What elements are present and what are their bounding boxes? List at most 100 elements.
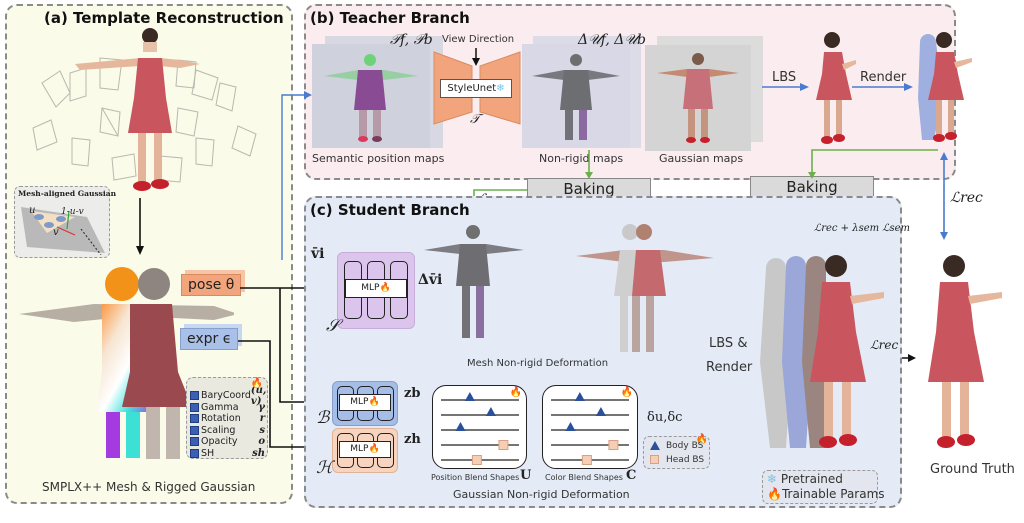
nonrigid-map-symbol: Δ𝒰f, Δ𝒰b [578,32,646,48]
legend-trainable-label: Trainable Params [781,487,885,501]
delta-vertex-label: Δv̄i [418,272,443,288]
teacher-panel-title: (b) Teacher Branch [310,9,470,27]
smplx-mesh-and-gaussian-figures [19,267,234,459]
attribute-symbol: (u, v) [250,384,267,407]
attribute-row: SH sh [190,448,265,460]
legend-body-bs: Body BS [666,441,704,451]
square-marker-icon [650,455,659,464]
color-blend-shapes-box: 🔥 [542,385,638,469]
rendered-teacher-avatar [918,32,972,142]
position-blend-shapes-box: 🔥 [432,385,527,469]
semantic-map-card [312,44,430,148]
attribute-name: BaryCoord [201,390,251,402]
mesh-deformation-caption: Mesh Non-rigid Deformation [467,358,609,369]
delta-output-label: δu,δc [647,410,683,425]
body-bs-marker [464,392,475,401]
render-arrow [852,83,913,91]
semantic-map-symbol: 𝒫f, 𝒫b [390,32,433,48]
gaussian-map-card [645,45,751,151]
attribute-symbol: r [259,413,265,425]
styleunet-symbol: 𝒯 [470,112,480,127]
styleunet-label: StyleUnet [447,83,497,94]
flame-icon: 🔥 [620,387,633,398]
nonrigid-map-card [522,44,630,148]
student-panel-title: (c) Student Branch [310,201,470,219]
position-bs-symbol: U [520,468,532,483]
loss-sem-label: ℒrec + λsem ℒsem [814,223,911,234]
attribute-square-icon [190,402,199,412]
snowflake-icon: ❄ [496,83,505,94]
legend-head-bs: Head BS [666,455,705,465]
head-mlp-block: MLP🔥 [332,428,398,473]
gaussian-maps-caption: Gaussian maps [659,152,744,165]
flame-icon: 🔥 [767,487,782,501]
body-bs-marker [574,392,585,401]
mesh-aligned-gaussian-inset: Mesh-aligned Gaussian u 1-u-v v [14,186,116,258]
vertex-input-label: v̄i [311,246,325,262]
attribute-symbol: s [259,424,265,436]
teacher-lbs-label: LBS [772,70,797,85]
flame-icon: 🔥 [509,387,522,398]
attribute-row: Gamma γ [190,402,265,414]
gaussian-map-figure [657,53,739,143]
body-bs-marker [595,407,606,416]
z-body-label: zb [404,386,421,401]
blend-shape-legend: 🔥 Body BS Head BS [643,434,710,469]
snowflake-icon: ❄ [767,472,778,486]
body-bs-marker [565,422,576,431]
loss-rec-student-label: ℒrec [870,338,899,352]
body-bs-marker [485,407,496,416]
attribute-square-icon [190,414,199,424]
template-panel-title: (a) Template Reconstruction [44,9,284,27]
attribute-square-icon [190,437,199,447]
pose-input-box: pose θ [181,274,242,296]
attribute-name: Opacity [201,436,238,448]
head-bs-marker [471,455,482,465]
head-mlp-label: MLP🔥 [339,441,391,458]
flame-icon: 🔥 [379,283,391,293]
flame-icon: 🔥 [250,378,263,389]
attribute-name: Gamma [201,401,239,413]
triangle-illustration [21,207,105,255]
shape-mlp-block: MLP🔥 [337,252,415,329]
legend-pretrained-label: Pretrained [780,472,843,486]
posed-gaussian-avatar [816,32,856,144]
position-blend-shapes-plot [441,392,519,465]
expr-input-box: expr ϵ [180,328,239,350]
ground-truth-label: Ground Truth [930,462,1015,477]
combined-mesh-gaussian-figure [576,224,714,352]
nonrigid-figure [532,54,620,140]
flame-icon: 🔥 [695,434,708,445]
attribute-symbol: γ [258,401,265,413]
shape-mlp-symbol: 𝒮 [326,316,340,336]
inset-label-1uv: 1-u-v [61,207,84,217]
body-mlp-label: MLP🔥 [339,394,391,411]
inset-label-u: u [29,205,36,216]
attribute-square-icon [190,391,199,401]
lbs-arrow [762,83,809,91]
t-pose-person [75,28,200,191]
shape-mlp-label: MLP🔥 [345,279,407,298]
flame-icon: 🔥 [368,444,380,454]
attribute-name: SH [201,447,215,459]
head-mlp-symbol: ℋ [316,458,333,478]
mesh-nonrigid-figure [424,225,524,338]
semantic-position-figure [324,54,418,142]
attribute-symbol: sh [252,447,265,459]
camera-rig-illustration [32,28,257,191]
legend-pretrained-row: ❄ Pretrained [767,472,843,486]
position-bs-caption: Position Blend Shapes [431,473,520,482]
attribute-name: Scaling [201,424,236,436]
lbs-render-label-line2: Render [706,360,753,375]
gaussian-deformation-caption: Gaussian Non-rigid Deformation [453,488,630,501]
z-head-label: zh [404,432,421,447]
student-rendered-avatars [760,255,884,448]
head-bs-marker [581,455,592,465]
body-mlp-symbol: ℬ [316,408,330,428]
inset-title: Mesh-aligned Gaussian [18,189,117,198]
params-legend: ❄ Pretrained 🔥Trainable Params [762,470,885,504]
template-down-arrow [136,198,144,255]
